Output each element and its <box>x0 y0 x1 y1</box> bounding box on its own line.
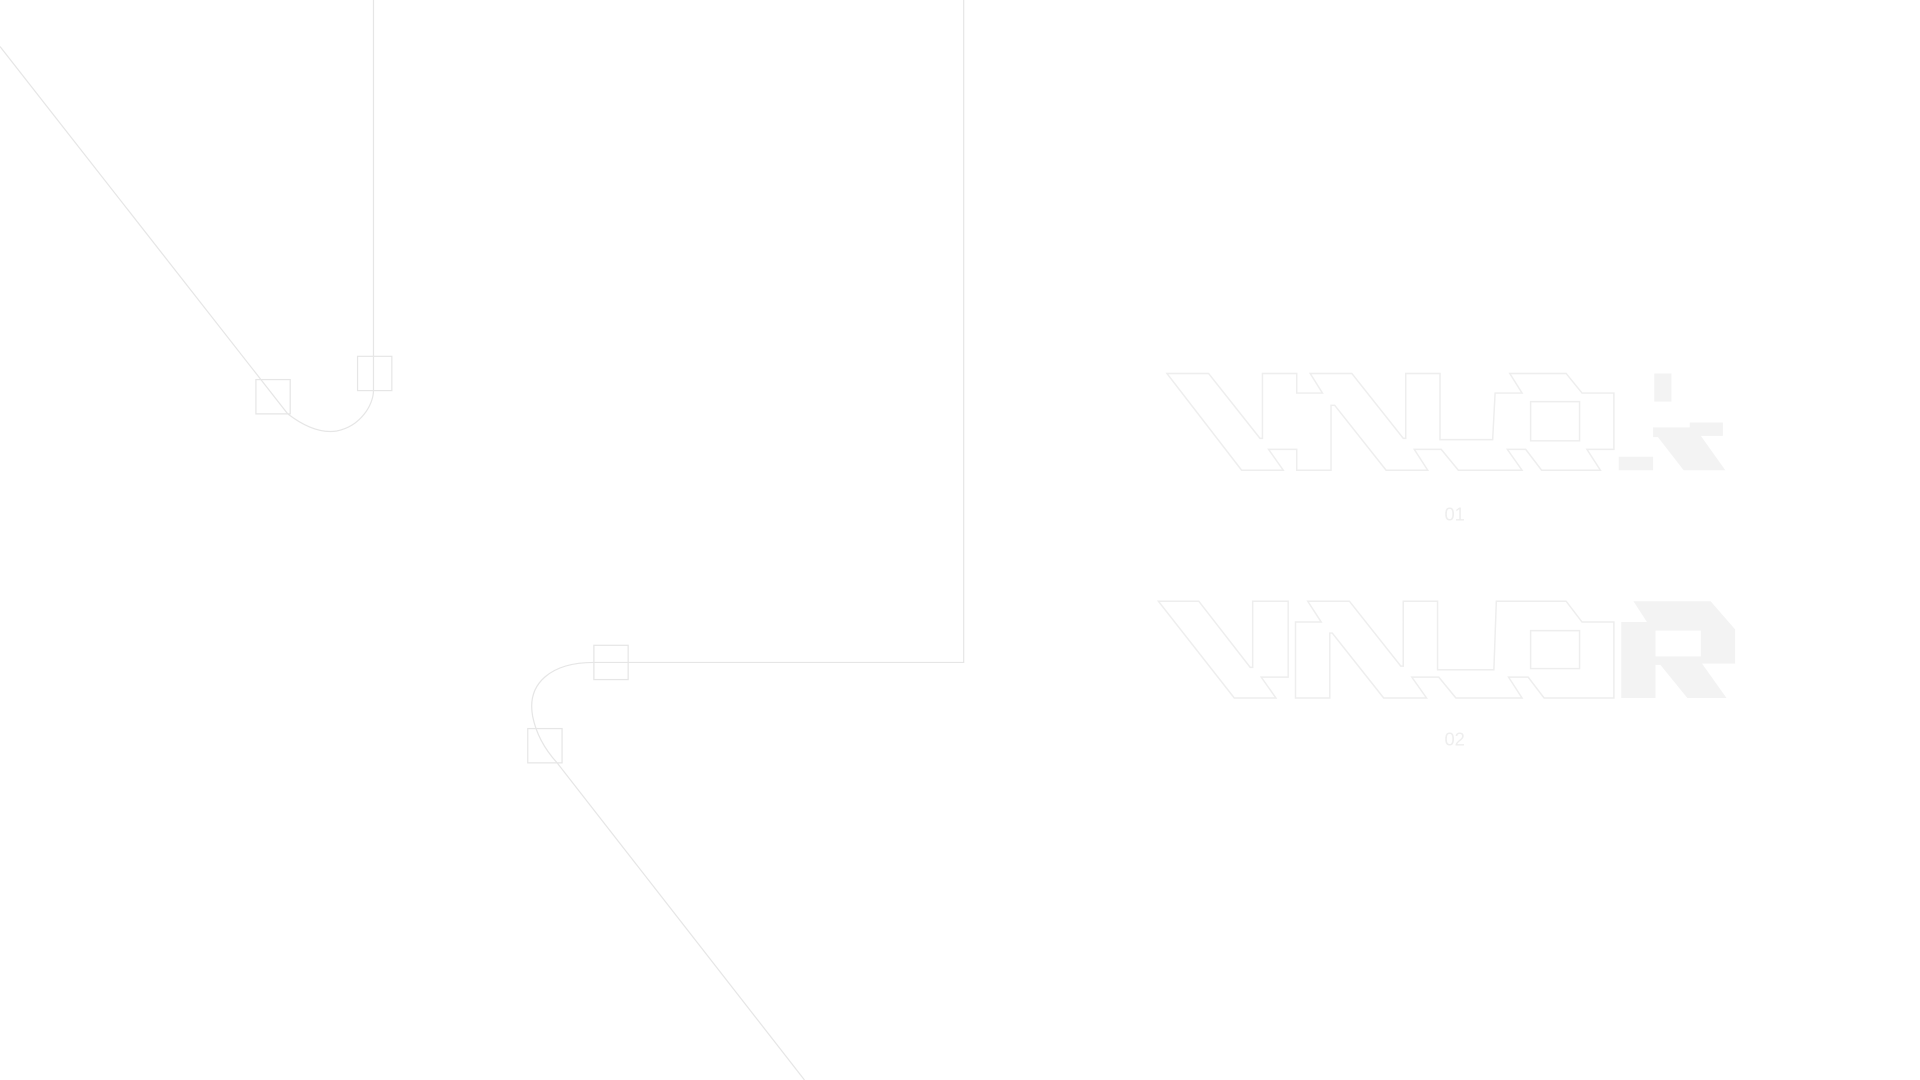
logo-outline-v <box>1156 600 1289 699</box>
curve-path-bottom <box>531 0 965 1080</box>
logo-fill-r <box>1621 601 1736 698</box>
curve-path-top <box>0 0 375 433</box>
variant-label: 01 <box>1444 503 1464 524</box>
bezier-path-bottom <box>527 0 965 1080</box>
logo-outline-letters <box>1165 372 1615 471</box>
logo-fill-block <box>1618 456 1654 471</box>
anchor-handle[interactable] <box>593 644 629 681</box>
anchor-handle[interactable] <box>255 378 291 415</box>
logo-fill-block <box>1654 373 1672 402</box>
variant-label: 02 <box>1444 729 1464 750</box>
bezier-path-top <box>0 0 393 433</box>
anchor-handle[interactable] <box>527 727 563 764</box>
anchor-handle[interactable] <box>356 355 393 392</box>
logo-variant-01: 01 <box>1165 372 1726 524</box>
logo-fill-r-leg <box>1653 422 1726 471</box>
logo-outline-letters <box>1294 600 1615 699</box>
logo-variant-02: 02 <box>1156 600 1736 750</box>
